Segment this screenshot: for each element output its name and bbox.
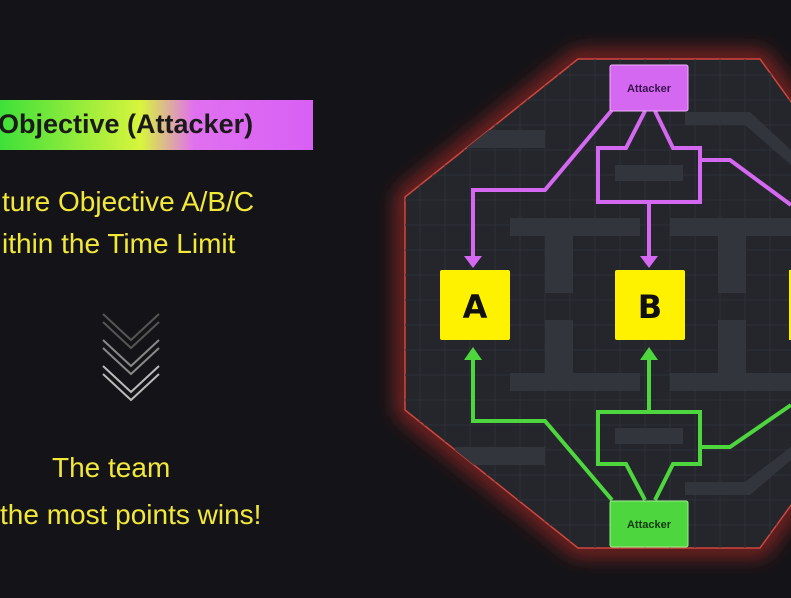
arrow-to-a-icon xyxy=(464,256,482,268)
top-attacker-label: Attacker xyxy=(627,83,672,95)
goal-line-2: ithin the Time Limit xyxy=(2,228,236,259)
arrow-to-b-icon xyxy=(640,256,658,268)
mode-banner: Objective (Attacker) xyxy=(0,100,313,150)
purple-routes xyxy=(471,108,791,258)
bottom-attacker-spawn xyxy=(609,500,689,548)
arrow-up-to-a-icon xyxy=(464,347,482,360)
goal-line-1: ture Objective A/B/C xyxy=(2,186,255,217)
objective-a xyxy=(440,270,510,340)
result-line-1: The team xyxy=(52,452,171,483)
objective-c-partial xyxy=(789,270,791,340)
arrow-up-to-b-icon xyxy=(640,347,658,360)
bottom-attacker-label: Attacker xyxy=(627,519,672,531)
chevrons-down-icon xyxy=(102,313,160,402)
objective-b xyxy=(615,270,685,340)
objective-b-label: B xyxy=(638,288,662,326)
top-attacker-spawn xyxy=(609,64,689,112)
mode-banner-text: Objective (Attacker) xyxy=(0,109,254,139)
objective-a-label: A xyxy=(463,288,488,326)
result-line-2: the most points wins! xyxy=(0,499,262,530)
green-routes xyxy=(471,356,791,502)
